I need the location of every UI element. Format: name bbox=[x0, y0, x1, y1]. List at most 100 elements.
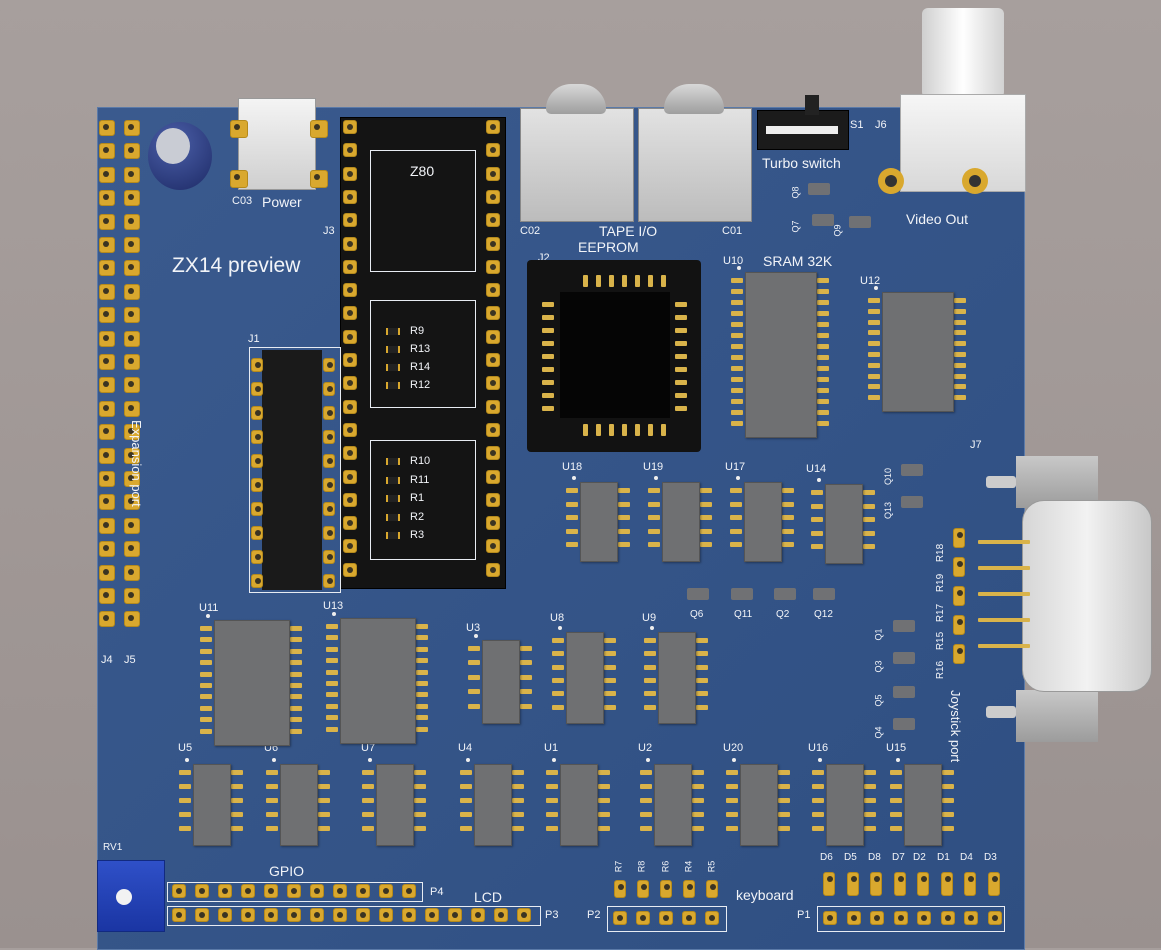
resistor-group-1 bbox=[370, 300, 476, 408]
ic-pin bbox=[179, 826, 191, 831]
transistor-q3 bbox=[893, 652, 915, 664]
ic-pin bbox=[890, 798, 902, 803]
trimmer-rv1[interactable] bbox=[97, 860, 165, 932]
j5-label: J5 bbox=[124, 654, 136, 666]
ic-pin bbox=[942, 798, 954, 803]
ic-pin bbox=[290, 683, 302, 688]
ic-pin bbox=[512, 770, 524, 775]
ic-pin bbox=[598, 784, 610, 789]
ic-pin bbox=[644, 638, 656, 643]
u1-label: U1 bbox=[544, 742, 559, 754]
ic-pin bbox=[868, 319, 880, 325]
ic-pin bbox=[460, 812, 472, 817]
expansion-pad bbox=[99, 330, 115, 347]
u3-chip bbox=[482, 640, 520, 724]
gpio-pin bbox=[310, 884, 324, 898]
ic-pin bbox=[726, 770, 738, 775]
keyboard-pin bbox=[613, 911, 627, 925]
ic-pin bbox=[290, 648, 302, 654]
p3-label: P3 bbox=[545, 909, 559, 921]
ic-pin bbox=[460, 798, 472, 803]
ic-pin bbox=[326, 681, 338, 686]
ic-pin bbox=[778, 812, 790, 817]
expansion-pad bbox=[124, 541, 140, 558]
u4-chip bbox=[474, 764, 512, 846]
ic-pin bbox=[290, 717, 302, 723]
u20-label: U20 bbox=[723, 742, 744, 754]
j1-pin bbox=[251, 358, 263, 372]
z80-pin bbox=[343, 189, 357, 204]
transistor-q7 bbox=[812, 214, 834, 226]
j1-pin bbox=[323, 358, 335, 372]
turbo-switch-knob bbox=[805, 95, 819, 115]
ic-pin bbox=[266, 784, 278, 789]
gpio-pin bbox=[172, 884, 186, 898]
j7-label: J7 bbox=[970, 439, 982, 451]
ic-pin bbox=[566, 542, 578, 548]
ic-pin bbox=[468, 646, 480, 651]
joystick-label: Joystick port bbox=[948, 690, 963, 763]
plcc-pin bbox=[622, 275, 627, 287]
c01-label: C01 bbox=[722, 225, 743, 237]
resistor-label: R10 bbox=[410, 455, 431, 467]
r17-label: R17 bbox=[935, 603, 947, 623]
plcc-pin bbox=[648, 424, 653, 436]
u17-chip bbox=[744, 482, 782, 562]
ic-pin bbox=[618, 542, 630, 548]
z80-socket bbox=[340, 117, 506, 589]
ic-pin bbox=[179, 770, 191, 775]
ic-pin bbox=[868, 373, 880, 379]
transistor-q4 bbox=[893, 718, 915, 730]
u11-label: U11 bbox=[199, 602, 219, 614]
ic-pin bbox=[468, 660, 480, 666]
d5-label: D5 bbox=[844, 852, 857, 863]
ic-pin bbox=[618, 501, 630, 507]
plcc-pin bbox=[583, 424, 588, 436]
turbo-label: Turbo switch bbox=[762, 155, 841, 171]
z80-pin bbox=[486, 353, 500, 367]
expansion-pad bbox=[124, 260, 140, 277]
resistor-label: R12 bbox=[410, 379, 431, 391]
resistor-label: R14 bbox=[410, 361, 431, 373]
ic-pin bbox=[598, 812, 610, 817]
ic-pin bbox=[566, 528, 578, 534]
expansion-pad bbox=[124, 471, 140, 487]
z80-pin bbox=[343, 306, 357, 321]
pin1-marker bbox=[896, 758, 900, 762]
pin1-marker bbox=[732, 758, 736, 762]
ic-pin bbox=[326, 635, 338, 641]
lcd-pin bbox=[356, 908, 370, 922]
j1-label: J1 bbox=[248, 333, 260, 345]
ic-pin bbox=[692, 784, 704, 789]
u16-label: U16 bbox=[808, 742, 829, 754]
pin1-marker bbox=[646, 758, 650, 762]
db9-bracket-top bbox=[1016, 456, 1098, 508]
ic-pin bbox=[326, 669, 338, 675]
z80-pin bbox=[486, 236, 500, 251]
u14-chip bbox=[825, 484, 863, 564]
keyboard-pin bbox=[705, 911, 719, 925]
ic-pin bbox=[416, 703, 428, 709]
u5-label: U5 bbox=[178, 742, 193, 754]
expansion-pad bbox=[99, 260, 115, 277]
expansion-pad bbox=[124, 166, 140, 183]
ic-pin bbox=[644, 651, 656, 657]
z80-pin bbox=[486, 189, 500, 204]
q10-label: Q10 bbox=[883, 467, 894, 486]
ic-pin bbox=[648, 528, 660, 534]
pin1-marker bbox=[650, 626, 654, 630]
led bbox=[917, 872, 929, 896]
db9-pin bbox=[978, 592, 1030, 596]
p2-outline bbox=[607, 906, 727, 932]
j1-pin bbox=[251, 502, 263, 516]
ic-pin bbox=[416, 681, 428, 686]
ic-pin bbox=[817, 289, 829, 294]
ic-pin bbox=[817, 421, 829, 426]
resistor bbox=[386, 532, 400, 539]
ic-pin bbox=[812, 770, 824, 775]
ic-pin bbox=[692, 770, 704, 775]
expansion-pad bbox=[99, 307, 115, 324]
ic-pin bbox=[362, 770, 374, 775]
u1-chip bbox=[560, 764, 598, 846]
ic-pin bbox=[520, 689, 532, 695]
